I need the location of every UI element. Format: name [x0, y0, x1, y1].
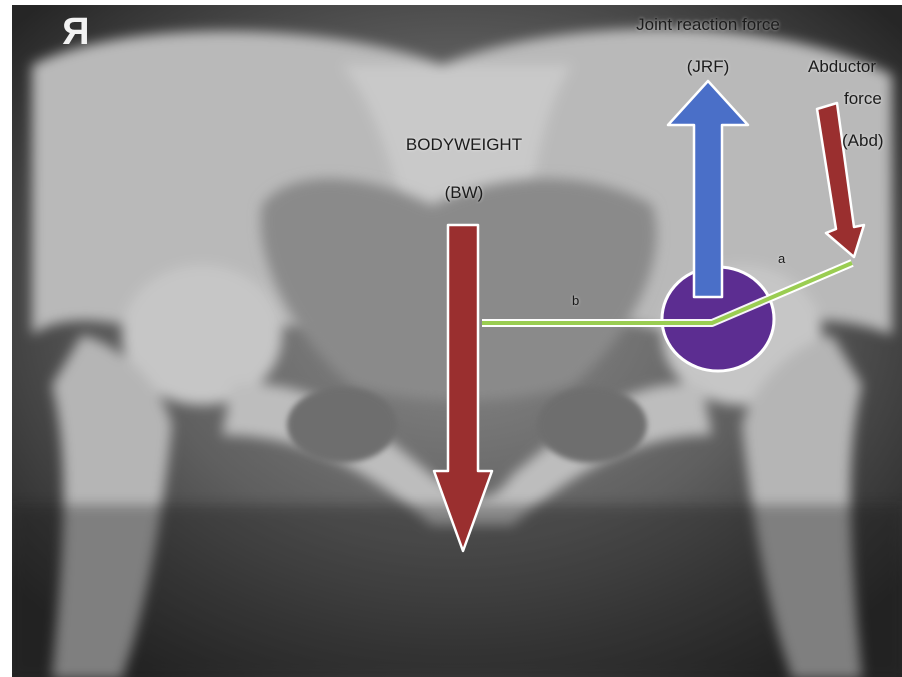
- abductor-label-line1: Abductor: [808, 57, 876, 77]
- jrf-title-label: Joint reaction force: [636, 15, 780, 35]
- side-marker: R: [62, 11, 89, 54]
- left-obturator-foramen: [537, 387, 647, 463]
- right-obturator-foramen: [287, 387, 397, 463]
- xray-image-frame: R Joint reaction force (JRF) Abductor fo…: [12, 5, 902, 677]
- jrf-abbr-label: (JRF): [687, 57, 729, 77]
- bodyweight-abbr-label: (BW): [445, 183, 484, 203]
- abductor-label-line2: force: [844, 89, 882, 109]
- bodyweight-title-label: BODYWEIGHT: [406, 135, 522, 155]
- lever-a-label: a: [778, 251, 785, 266]
- pelvis-xray: [12, 5, 902, 677]
- lever-b-label: b: [572, 293, 579, 308]
- abductor-abbr-label: (Abd): [842, 131, 884, 151]
